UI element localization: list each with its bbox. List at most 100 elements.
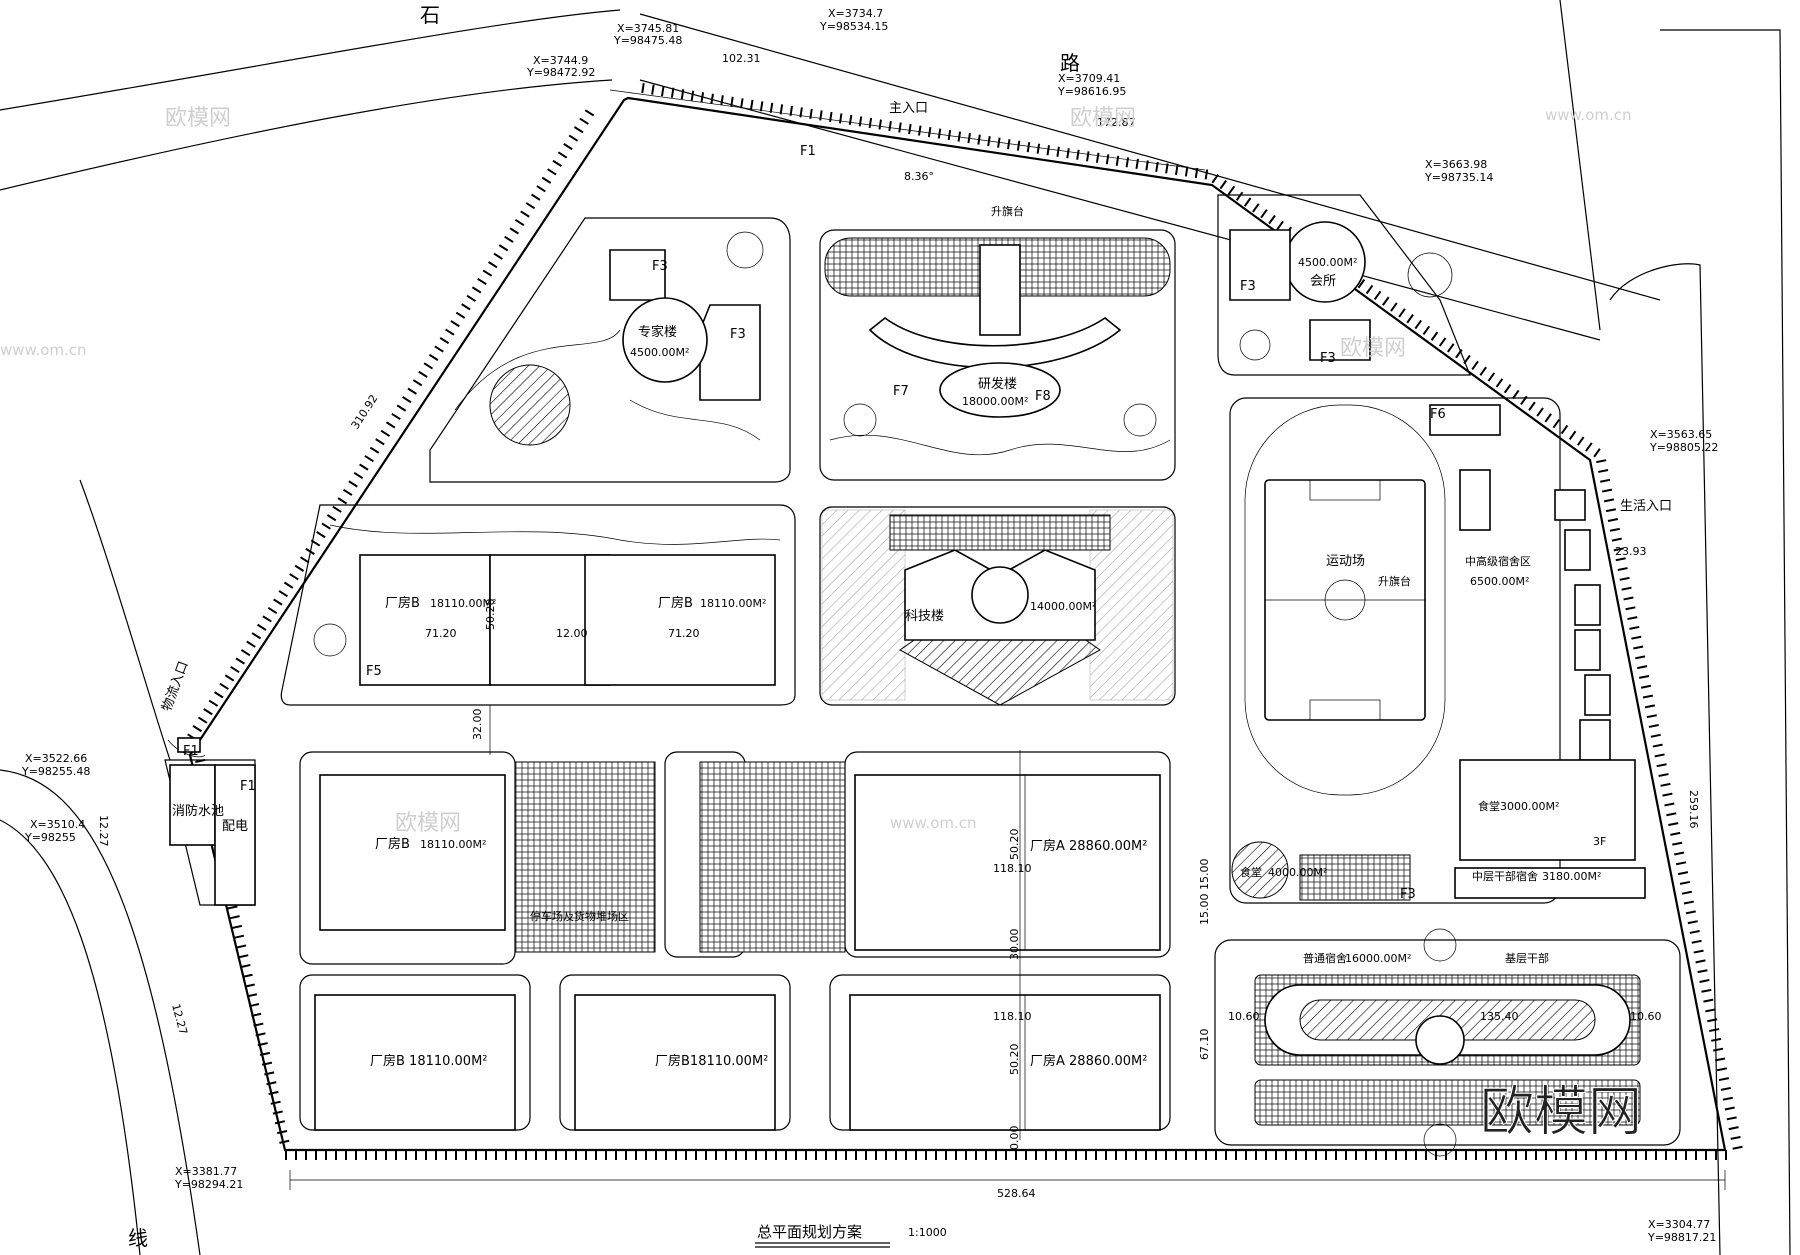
coord-7-x: X=3522.66 bbox=[25, 752, 87, 765]
watermark-small-3: 欧模网 bbox=[395, 811, 461, 836]
coord-2-x: X=3734.7 bbox=[828, 7, 883, 20]
label-factory-b2: 厂房B bbox=[658, 595, 693, 611]
floor-f1-a: F1 bbox=[800, 144, 816, 159]
dim-118-10-b: 118.10 bbox=[993, 1010, 1032, 1023]
label-general-dorm: 普通宿舍 bbox=[1303, 951, 1347, 965]
watermark-large: 欧模网 bbox=[1480, 1080, 1642, 1143]
road-label-top-1: 石 bbox=[420, 3, 440, 27]
coord-7-y: Y=98255.48 bbox=[21, 765, 90, 778]
label-mid-cadre-area: 3180.00M² bbox=[1542, 870, 1601, 883]
label-power: 配电 bbox=[222, 819, 248, 834]
label-factory-b5: 厂房B18110.00M² bbox=[655, 1053, 768, 1069]
coord-9-y: Y=98294.21 bbox=[174, 1178, 243, 1191]
dim-30: 30.00 bbox=[1008, 929, 1021, 961]
boundary-tree-rows bbox=[185, 83, 1743, 1160]
entrance-main: 主入口 bbox=[889, 101, 928, 116]
coord-8-x: X=3510.4 bbox=[30, 818, 85, 831]
label-canteen: 食堂3000.00M² bbox=[1478, 799, 1559, 813]
label-grassroots: 基层干部 bbox=[1505, 951, 1549, 965]
road-label-top-2: 路 bbox=[1060, 51, 1080, 75]
zone-dormitory bbox=[1214, 928, 1681, 1157]
zone-expert-building bbox=[429, 217, 791, 483]
floor-f6: F6 bbox=[1430, 407, 1446, 422]
floor-f8: F8 bbox=[1035, 389, 1051, 404]
coord-10-x: X=3304.77 bbox=[1648, 1218, 1710, 1231]
zone-factory-row3 bbox=[299, 974, 1171, 1131]
floor-f3-e: F3 bbox=[1400, 887, 1416, 902]
label-factory-b3: 厂房B bbox=[375, 836, 410, 852]
label-factory-b1-area: 18110.00M² bbox=[430, 597, 496, 610]
dim-50-20-c: 50.20 bbox=[1008, 1044, 1021, 1076]
label-flag-2: 升旗台 bbox=[1378, 574, 1411, 588]
label-sports: 运动场 bbox=[1326, 554, 1365, 569]
entrance-living: 生活入口 bbox=[1620, 499, 1672, 514]
watermark-small-1: 欧模网 bbox=[165, 106, 231, 131]
label-bath: 食堂 bbox=[1240, 865, 1262, 879]
dimension-lines bbox=[289, 89, 1726, 1190]
dim-10-60-a: 10.60 bbox=[1228, 1010, 1260, 1023]
dim-135-40: 135.40 bbox=[1480, 1010, 1519, 1023]
dim-left-lower: 12.27 bbox=[169, 1002, 190, 1036]
label-expert: 专家楼 bbox=[638, 324, 677, 340]
coord-1-x: X=3745.81 bbox=[617, 22, 679, 35]
watermark-url-1: www.om.cn bbox=[1545, 106, 1632, 124]
dim-15-a: 15.00 bbox=[1198, 859, 1211, 891]
entrance-logistics: 物流入口 bbox=[160, 659, 192, 713]
dim-15-b: 15.00 bbox=[1198, 894, 1211, 926]
coord-4-y: Y=98616.95 bbox=[1057, 85, 1126, 98]
drawing-scale: 1:1000 bbox=[908, 1226, 947, 1239]
dim-50-20-a: 50.20 bbox=[484, 599, 497, 631]
label-rnd: 研发楼 bbox=[978, 376, 1017, 392]
label-factory-b2-area: 18110.00M² bbox=[700, 597, 766, 610]
dim-left-small: 12.27 bbox=[97, 815, 110, 847]
zone-rnd-building bbox=[819, 229, 1176, 481]
label-bath-area: 4000.00M² bbox=[1268, 866, 1327, 879]
dim-right-side: 259.16 bbox=[1687, 790, 1700, 829]
label-factory-b3-area: 18110.00M² bbox=[420, 838, 486, 851]
coord-2-y: Y=98534.15 bbox=[819, 20, 888, 33]
coord-9-x: X=3381.77 bbox=[175, 1165, 237, 1178]
drawing-title: 总平面规划方案 bbox=[757, 1223, 862, 1241]
floor-f5: F5 bbox=[366, 664, 382, 679]
label-mid-cadre: 中层干部宿舍 bbox=[1472, 869, 1538, 883]
floor-f1-c: F1 bbox=[240, 779, 256, 794]
coord-3-x: X=3744.9 bbox=[533, 54, 588, 67]
watermark-small-2: 欧模网 bbox=[1070, 106, 1136, 131]
dim-top-left: 102.31 bbox=[722, 52, 761, 65]
dim-71-20-a: 71.20 bbox=[425, 627, 457, 640]
dim-50-20-b: 50.20 bbox=[1008, 829, 1021, 861]
dim-71-20-b: 71.20 bbox=[668, 627, 700, 640]
label-mid-high: 中高级宿舍区 bbox=[1465, 554, 1531, 568]
coord-5-x: X=3663.98 bbox=[1425, 158, 1487, 171]
dim-bottom: 528.64 bbox=[997, 1187, 1036, 1200]
label-club-area: 4500.00M² bbox=[1298, 256, 1357, 269]
label-rnd-area: 18000.00M² bbox=[962, 395, 1028, 408]
dim-12: 12.00 bbox=[556, 627, 588, 640]
dim-top-right: 172.87 bbox=[1097, 116, 1136, 129]
label-factory-b1: 厂房B bbox=[385, 595, 420, 611]
zone-utilities bbox=[164, 737, 256, 906]
dim-zero: 0.00 bbox=[1008, 1126, 1021, 1151]
zone-sports bbox=[1229, 397, 1646, 904]
floor-f3-a: F3 bbox=[652, 259, 668, 274]
road-label-bottom: 线 bbox=[128, 1226, 148, 1250]
floor-f7: F7 bbox=[893, 384, 909, 399]
labels: 石 路 线 X=3745.81 Y=98475.48 X=3734.7 Y=98… bbox=[21, 3, 1718, 1250]
dim-right-small: 23.93 bbox=[1615, 545, 1647, 558]
coord-8-y: Y=98255 bbox=[24, 831, 76, 844]
dim-118-10-a: 118.10 bbox=[993, 862, 1032, 875]
label-flag-1: 升旗台 bbox=[991, 204, 1024, 218]
coord-6-x: X=3563.65 bbox=[1650, 428, 1712, 441]
floor-f3-b: F3 bbox=[730, 327, 746, 342]
floor-f3-d: F3 bbox=[1320, 351, 1336, 366]
label-fire-pool: 消防水池 bbox=[172, 803, 224, 819]
zone-factory-row1 bbox=[280, 504, 796, 706]
watermark-small-4: 欧模网 bbox=[1340, 336, 1406, 361]
label-canteen-floor: 3F bbox=[1593, 835, 1606, 848]
coord-4-x: X=3709.41 bbox=[1058, 72, 1120, 85]
label-general-dorm-area: 16000.00M² bbox=[1345, 952, 1411, 965]
dim-32: 32.00 bbox=[471, 709, 484, 741]
dim-67-10: 67.10 bbox=[1198, 1029, 1211, 1061]
zone-tech-building bbox=[819, 506, 1176, 706]
